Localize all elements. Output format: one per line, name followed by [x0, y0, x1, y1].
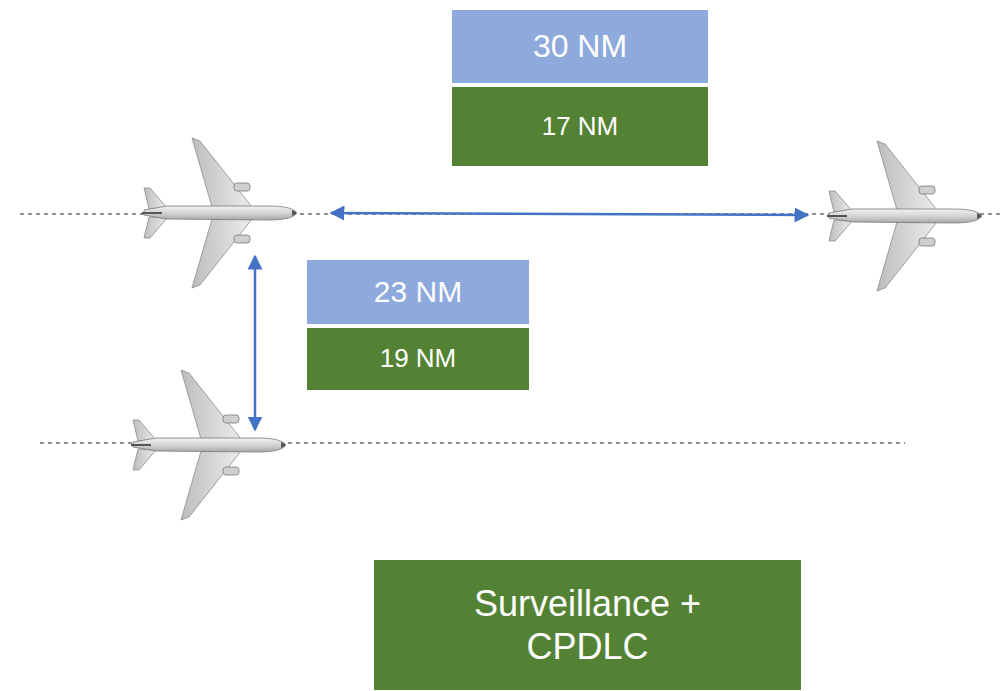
- lateral-arrow: [254, 256, 257, 430]
- box-text: 19 NM: [380, 343, 457, 374]
- separation-value-box: 17 NM: [452, 87, 708, 166]
- box-text: 17 NM: [542, 111, 619, 142]
- box-text: 30 NM: [533, 27, 627, 65]
- box-text: Surveillance + CPDLC: [458, 582, 718, 668]
- separation-value-box: 19 NM: [307, 328, 529, 390]
- condition-box: Surveillance + CPDLC: [374, 560, 801, 690]
- airplane: [131, 370, 286, 520]
- box-text: 23 NM: [374, 274, 462, 310]
- separation-value-box: 23 NM: [307, 260, 529, 324]
- separation-value-box: 30 NM: [452, 10, 708, 83]
- longitudinal-arrow: [331, 213, 808, 215]
- airplane: [827, 141, 982, 291]
- airplane: [142, 138, 297, 288]
